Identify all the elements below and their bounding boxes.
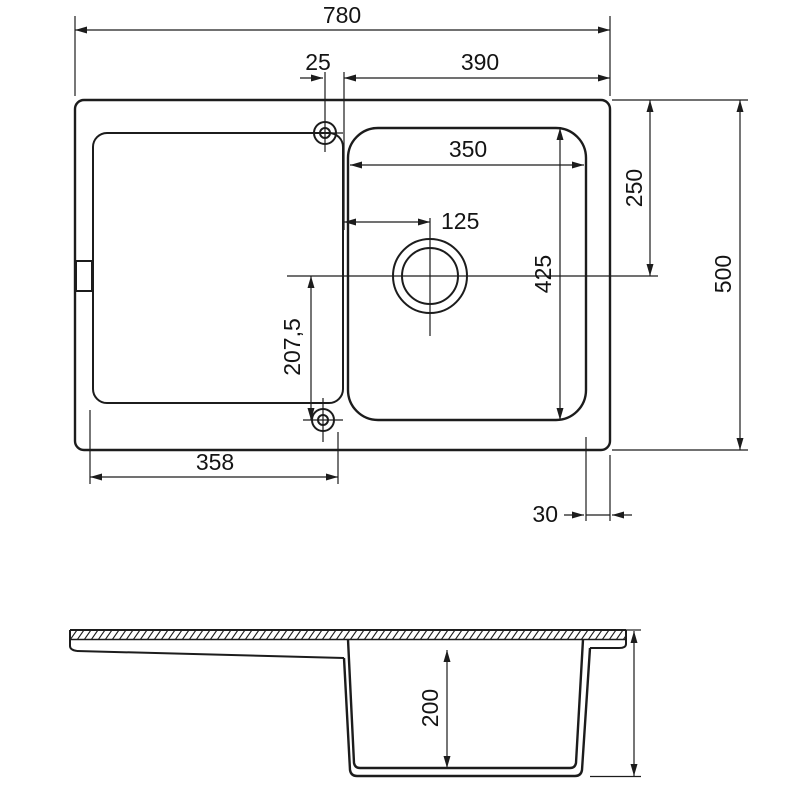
dim-bowl-depth-label: 200 xyxy=(417,689,443,727)
dim-drain-offset-label: 125 xyxy=(441,208,479,234)
dim-bowl-length-label: 425 xyxy=(530,255,556,293)
dim-right-margin-label: 30 xyxy=(532,501,558,527)
dim-bowl-length: 425 xyxy=(530,128,564,420)
drainboard-outline xyxy=(92,132,344,404)
section-view: 200 xyxy=(69,629,641,778)
dim-drain-offset: 125 xyxy=(344,208,479,234)
dim-tap-hole-to-bowl: 25 xyxy=(300,49,331,82)
dim-drainboard-width-label: 358 xyxy=(196,449,234,475)
dim-overall-depth: 500 xyxy=(710,100,744,450)
dim-centerline-offset-label: 250 xyxy=(621,169,647,207)
dim-overall-width-label: 780 xyxy=(323,2,361,28)
dim-centerline-offset: 250 xyxy=(621,100,654,276)
dim-bowl-width-label: 350 xyxy=(449,136,487,162)
dim-drainboard-width: 358 xyxy=(90,449,338,481)
dim-bowl-zone-width-label: 390 xyxy=(461,49,499,75)
left-edge-profile xyxy=(69,630,78,652)
overflow-marker xyxy=(75,260,93,292)
bowl-inner-profile xyxy=(346,639,585,770)
dim-tap-hole-offset: 207,5 xyxy=(279,276,315,420)
bowl-outline xyxy=(346,126,588,422)
plan-view: 780 25 390 350 125 250 425 xyxy=(73,2,748,527)
dim-tap-hole-offset-label: 207,5 xyxy=(279,318,305,376)
tap-hole-bottom xyxy=(303,398,343,442)
dim-bowl-depth: 200 xyxy=(417,650,451,768)
drainboard-underside xyxy=(76,650,345,659)
dim-bowl-width: 350 xyxy=(350,136,584,169)
rim-hatch xyxy=(70,630,626,640)
dim-section-height xyxy=(590,629,641,778)
dim-overall-depth-label: 500 xyxy=(710,255,736,293)
right-edge-profile xyxy=(618,630,627,649)
dim-tap-hole-to-bowl-label: 25 xyxy=(305,49,331,75)
bowl-outer-profile xyxy=(342,647,592,778)
dim-right-margin: 30 xyxy=(532,501,632,527)
dim-bowl-zone-width: 390 xyxy=(344,49,610,82)
dim-overall-width: 780 xyxy=(75,2,610,34)
